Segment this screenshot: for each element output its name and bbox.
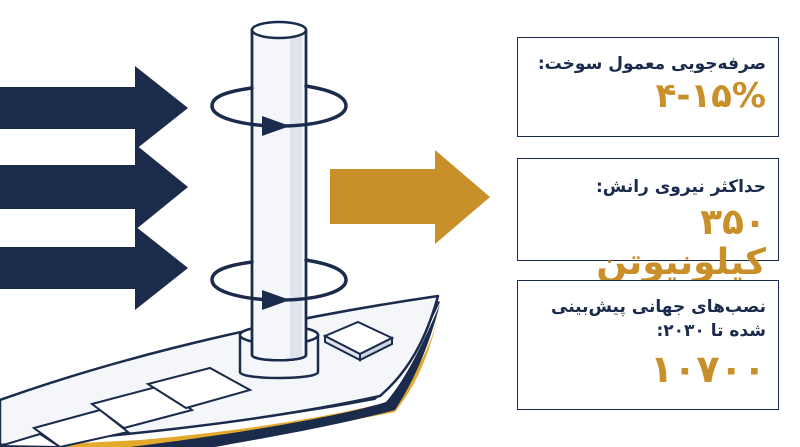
installations-label-line1: نصب‌های جهانی پیش‌بینی: [551, 297, 766, 317]
thrust-arrow-icon: [330, 150, 490, 244]
rotation-arrowhead: [262, 116, 290, 310]
max-thrust-value: ۳۵۰ کیلونیوتن: [596, 202, 766, 283]
max-thrust-label: حداکثر نیروی رانش:: [595, 177, 766, 197]
installations-card: نصب‌های جهانی پیش‌بینی شده تا ۲۰۳۰: ۱۰۷۰…: [517, 280, 779, 410]
rotor-cylinder: [238, 20, 320, 380]
fuel-saving-label: صرفه‌جویی معمول سوخت:: [537, 54, 766, 74]
fuel-saving-value: ۴-۱۵%: [655, 76, 766, 116]
max-thrust-card: حداکثر نیروی رانش: ۳۵۰ کیلونیوتن: [517, 158, 779, 282]
ship-icon: [0, 294, 440, 447]
installations-label-line2: شده تا ۲۰۳۰:: [656, 321, 766, 341]
installations-value: ۱۰۷۰۰: [650, 347, 766, 391]
fuel-saving-card: صرفه‌جویی معمول سوخت: ۴-۱۵%: [517, 37, 779, 137]
wind-arrow-icon: [0, 66, 188, 310]
